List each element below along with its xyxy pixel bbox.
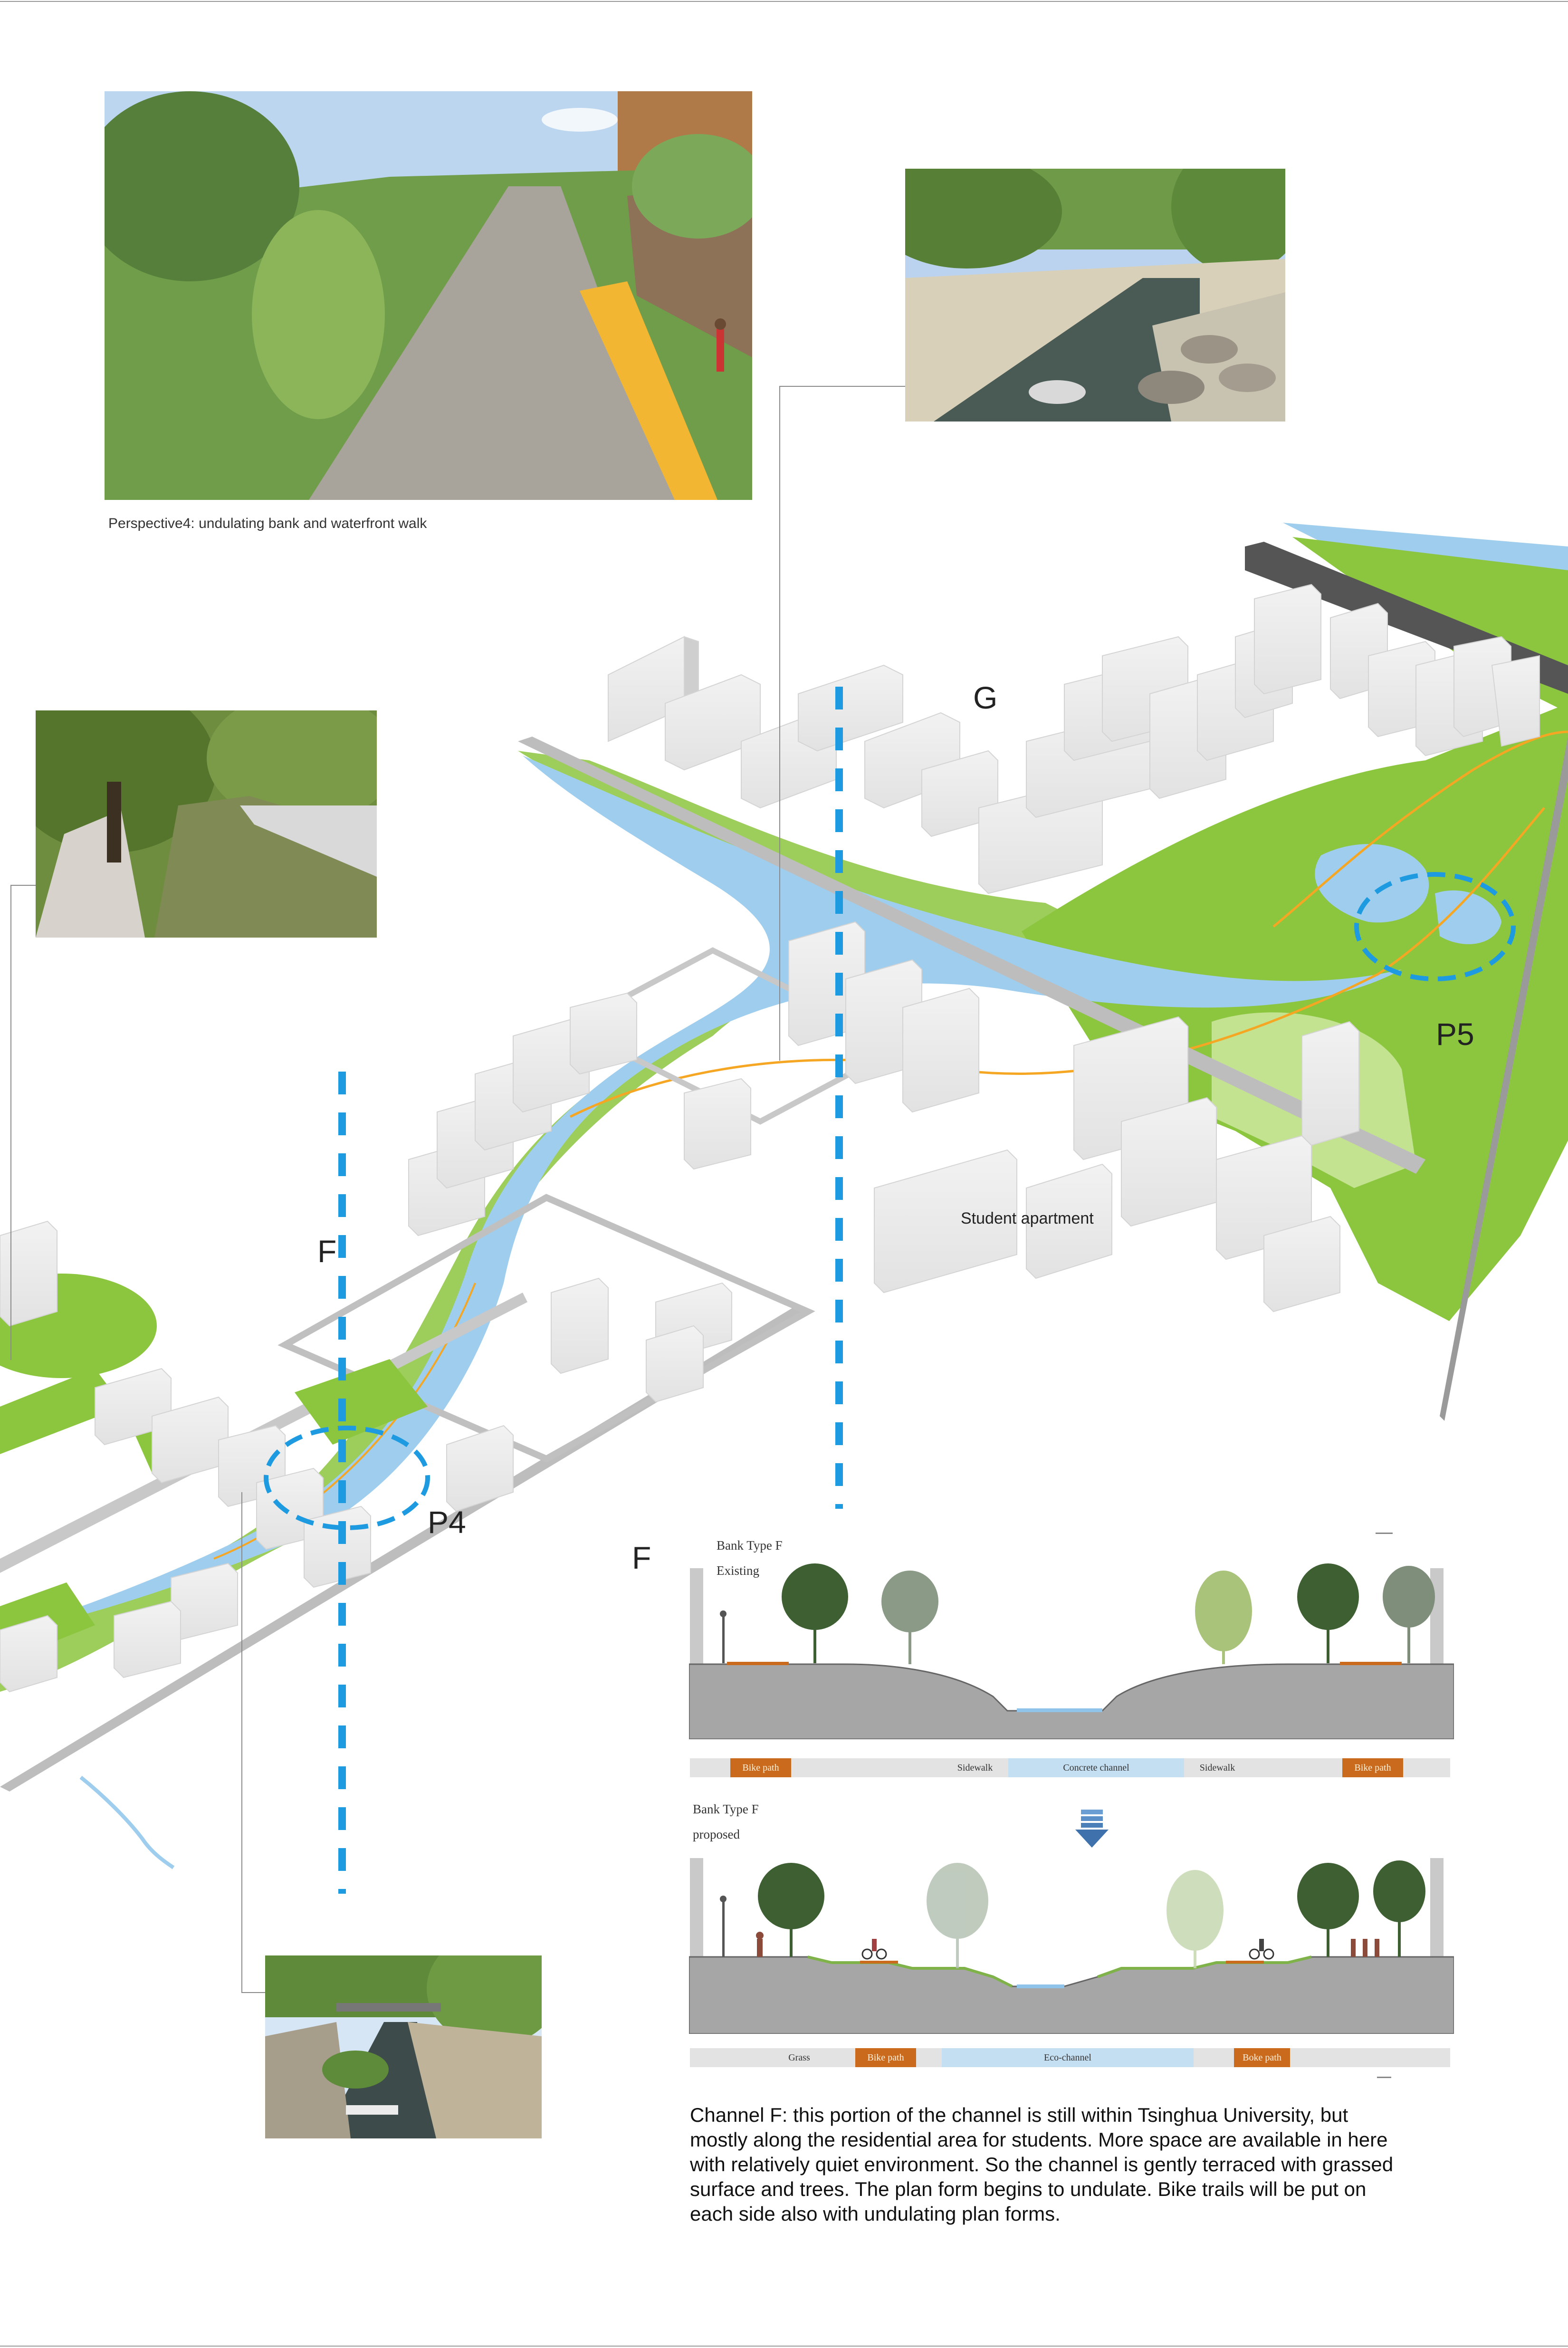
perspective4-rendering bbox=[105, 91, 752, 500]
perspective4-caption: Perspective4: undulating bank and waterf… bbox=[108, 516, 427, 531]
existing-strip-bike-path-right: Bike path bbox=[1342, 1758, 1403, 1777]
leader-line-left-v bbox=[10, 885, 11, 1360]
road-block-outline bbox=[277, 1194, 815, 1463]
p5-dashed-circle bbox=[1354, 872, 1516, 981]
leader-line-bottom-h bbox=[241, 1992, 266, 1993]
photo-rocky-channel bbox=[905, 169, 1285, 422]
description-line-3: with relatively quiet environment. So th… bbox=[690, 2153, 1394, 2175]
proposed-strip-bike-path-right: Boke path bbox=[1234, 2048, 1290, 2067]
leader-line-top-photo-h bbox=[779, 386, 905, 387]
label-p5: P5 bbox=[1436, 1016, 1474, 1052]
north-mark-top bbox=[1376, 1533, 1393, 1534]
park-pond bbox=[1315, 844, 1429, 923]
existing-strip-sidewalk-right: Sidewalk bbox=[1199, 1763, 1235, 1773]
park-pond-2 bbox=[1435, 890, 1501, 944]
existing-strip-concrete-channel: Concrete channel bbox=[1008, 1758, 1184, 1777]
description-line-1: Channel F: this portion of the channel i… bbox=[690, 2104, 1348, 2126]
tree-icon bbox=[782, 1563, 848, 1663]
proposed-use-strip: Grass Bike path Eco-channel Boke path bbox=[690, 2048, 1450, 2067]
description-line-2: mostly along the residential area for st… bbox=[690, 2128, 1388, 2151]
existing-title-1: Bank Type F bbox=[717, 1538, 783, 1553]
existing-strip-sidewalk-left: Sidewalk bbox=[957, 1763, 993, 1773]
section-line-f bbox=[338, 1072, 346, 1894]
cyclist-icon bbox=[861, 1939, 887, 1960]
stream-bottom-left bbox=[79, 1775, 175, 1869]
photo-willow-channel bbox=[36, 710, 377, 938]
lawn-3 bbox=[0, 1369, 124, 1454]
leader-line-bottom-v bbox=[241, 1492, 242, 1992]
section-line-g bbox=[835, 687, 843, 1509]
orange-trail-2 bbox=[1272, 730, 1568, 928]
leader-line-left-h bbox=[10, 885, 37, 886]
lawn-1 bbox=[295, 1359, 428, 1445]
top-rule bbox=[0, 1, 1568, 2]
proposed-strip-grass: Grass bbox=[788, 2052, 810, 2063]
existing-use-strip: Bike path Sidewalk Concrete channel Side… bbox=[690, 1758, 1450, 1777]
description-line-4: surface and trees. The plan form begins … bbox=[690, 2178, 1367, 2200]
proposed-strip-eco-channel: Eco-channel bbox=[942, 2048, 1194, 2067]
person-icon bbox=[756, 1932, 764, 1957]
proposed-section-drawing bbox=[689, 1858, 1454, 2034]
site-axonometric-map bbox=[0, 523, 1568, 1869]
proposed-strip-bike-path-left: Bike path bbox=[855, 2048, 916, 2067]
building-blocks bbox=[0, 584, 1540, 1693]
road-right-vertical bbox=[1440, 737, 1568, 1421]
channel-f-description: Channel F: this portion of the channel i… bbox=[690, 2103, 1460, 2226]
label-student-apartment: Student apartment bbox=[961, 1209, 1094, 1227]
label-f-map: F bbox=[317, 1234, 337, 1269]
leader-line-top-photo-v bbox=[779, 386, 780, 1061]
section-marker-f: F bbox=[632, 1540, 651, 1575]
proposed-title-2: proposed bbox=[693, 1827, 740, 1841]
label-g: G bbox=[973, 680, 998, 715]
existing-title-2: Existing bbox=[717, 1563, 760, 1578]
photo-canal-bridge bbox=[265, 1955, 542, 2138]
p4-dashed-circle bbox=[264, 1426, 430, 1530]
north-mark-bottom bbox=[1377, 2077, 1391, 2078]
down-arrow-icon bbox=[1075, 1810, 1109, 1848]
existing-strip-bike-path-left: Bike path bbox=[730, 1758, 791, 1777]
road-diagonal-upper bbox=[518, 737, 1425, 1174]
label-p4: P4 bbox=[428, 1505, 466, 1540]
proposed-title-1: Bank Type F bbox=[693, 1802, 759, 1816]
bottom-rule bbox=[0, 2346, 1568, 2347]
channel-water bbox=[0, 756, 1402, 1635]
description-line-5: each side also with undulating plan form… bbox=[690, 2203, 1061, 2225]
existing-section-drawing bbox=[689, 1563, 1454, 1739]
